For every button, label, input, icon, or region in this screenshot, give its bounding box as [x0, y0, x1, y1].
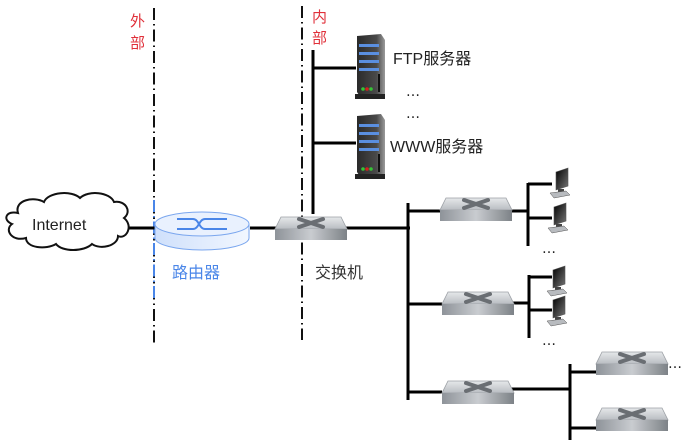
ftp-server-icon [355, 34, 385, 99]
server-ellipsis-2: … [406, 106, 421, 122]
www-server-icon [355, 114, 385, 179]
downstream-switch-1-icon [594, 350, 670, 377]
ftp-server-label: FTP服务器 [393, 50, 471, 68]
pc-icon [549, 167, 571, 199]
hosts-ellipsis-2: … [542, 333, 557, 349]
router-crossover-icon [177, 218, 227, 230]
downstream-switch-2-icon [594, 406, 670, 433]
pc-icon [546, 265, 568, 297]
access-switch-1-icon [438, 196, 514, 223]
access-switch-2-icon [440, 290, 516, 317]
inside-zone-label-2: 部 [312, 29, 327, 47]
core-switch-label: 交换机 [315, 263, 363, 282]
www-server-label: WWW服务器 [390, 138, 483, 156]
outside-zone-label-1: 外 [130, 12, 145, 30]
router [154, 211, 250, 251]
hosts-ellipsis-1: … [542, 241, 557, 257]
server-ellipsis-1: … [406, 84, 421, 100]
inside-zone-label-1: 内 [312, 8, 327, 26]
switches-ellipsis: … [668, 356, 683, 372]
router-label: 路由器 [172, 263, 220, 282]
access-switch-3-icon [440, 379, 516, 406]
internet-cloud: Internet [5, 192, 130, 251]
core-switch-icon [273, 215, 349, 242]
internet-label: Internet [32, 217, 87, 234]
outside-zone-label-2: 部 [130, 34, 145, 52]
wires [128, 50, 598, 440]
